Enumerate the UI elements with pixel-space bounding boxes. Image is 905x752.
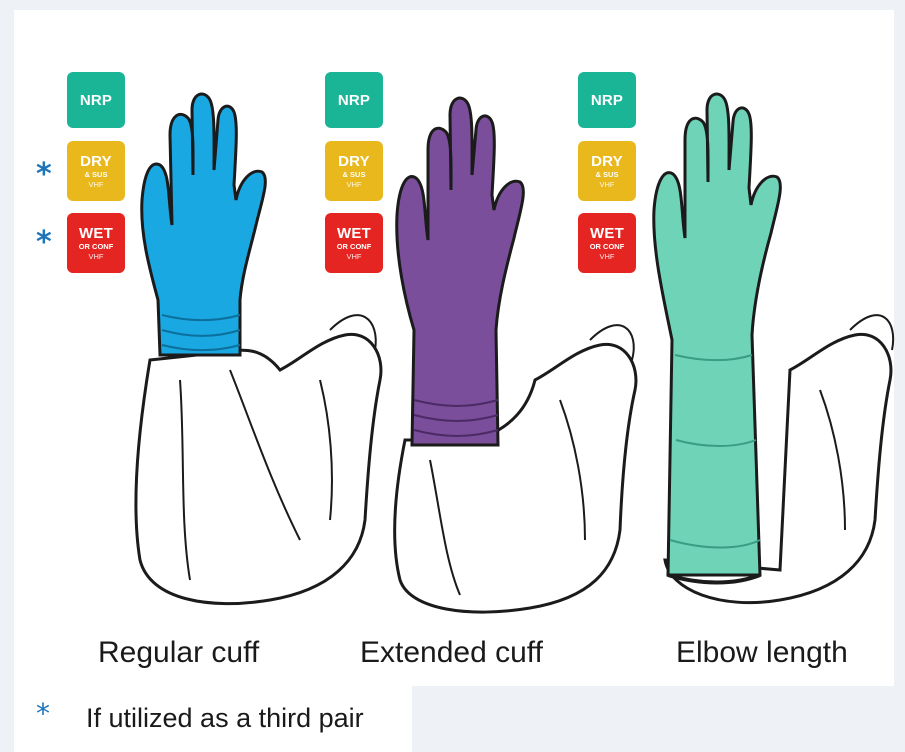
caption-elbow-length: Elbow length (676, 636, 848, 670)
wet-badge-sub: OR CONF (337, 243, 372, 251)
wet-badge-label: WET (590, 226, 624, 241)
caption-extended-cuff: Extended cuff (360, 636, 543, 670)
dry-badge-label: DRY (338, 154, 370, 169)
nrp-badge-label: NRP (338, 93, 370, 108)
nrp-badge: NRP (325, 72, 383, 128)
wet-badge-sub: OR CONF (590, 243, 625, 251)
nrp-badge: NRP (67, 72, 125, 128)
asterisk-wet: * (36, 228, 52, 258)
wet-conf-vhf-badge: WET OR CONF VHF (325, 213, 383, 273)
wet-badge-label: WET (79, 226, 113, 241)
caption-regular-cuff: Regular cuff (98, 636, 259, 670)
dry-sus-vhf-badge: DRY & SUS VHF (67, 141, 125, 201)
dry-badge-sub: & SUS (343, 171, 366, 179)
footnote-text: If utilized as a third pair (86, 703, 364, 734)
footnote-asterisk: * (36, 700, 50, 728)
teal-glove-icon (0, 0, 905, 700)
dry-badge-sub: & SUS (596, 171, 619, 179)
dry-badge-label: DRY (591, 154, 623, 169)
dry-badge-sub: & SUS (85, 171, 108, 179)
wet-badge-label: WET (337, 226, 371, 241)
nrp-badge-label: NRP (80, 93, 112, 108)
dry-badge-label: DRY (80, 154, 112, 169)
wet-badge-sub2: VHF (347, 253, 362, 261)
wet-badge-sub2: VHF (89, 253, 104, 261)
wet-conf-vhf-badge: WET OR CONF VHF (578, 213, 636, 273)
dry-badge-sub2: VHF (600, 181, 615, 189)
wet-badge-sub: OR CONF (79, 243, 114, 251)
wet-conf-vhf-badge: WET OR CONF VHF (67, 213, 125, 273)
dry-badge-sub2: VHF (89, 181, 104, 189)
dry-sus-vhf-badge: DRY & SUS VHF (578, 141, 636, 201)
wet-badge-sub2: VHF (600, 253, 615, 261)
dry-sus-vhf-badge: DRY & SUS VHF (325, 141, 383, 201)
asterisk-dry: * (36, 160, 52, 190)
dry-badge-sub2: VHF (347, 181, 362, 189)
nrp-badge-label: NRP (591, 93, 623, 108)
nrp-badge: NRP (578, 72, 636, 128)
